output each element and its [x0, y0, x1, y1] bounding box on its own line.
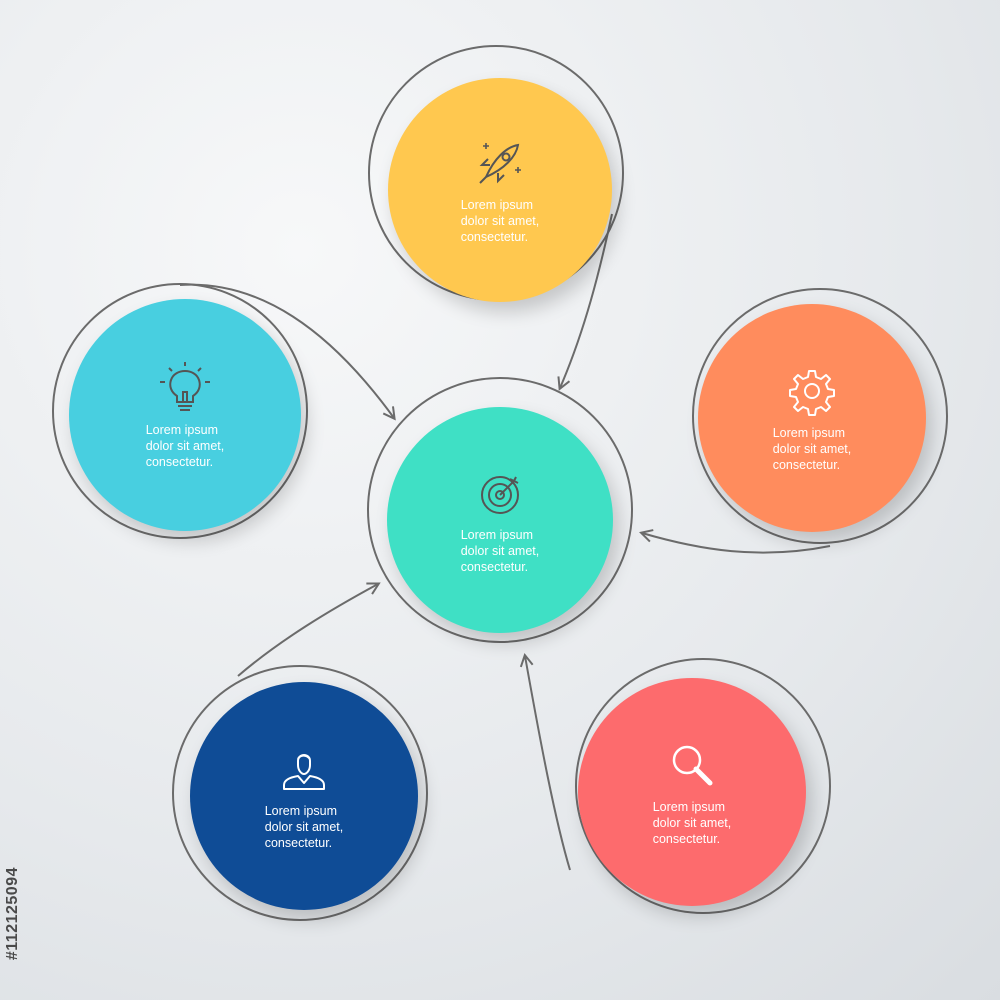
node-right-label: Lorem ipsum dolor sit amet, consectetur. [772, 426, 852, 472]
node-top: Lorem ipsum dolor sit amet, consectetur. [388, 78, 612, 302]
node-bottom-right: Lorem ipsum dolor sit amet, consectetur. [578, 678, 806, 906]
user-icon [276, 741, 332, 797]
node-center: Lorem ipsum dolor sit amet, consectetur. [387, 407, 613, 633]
connector-right [639, 529, 831, 554]
connector-bottom-right [519, 652, 571, 871]
node-top-label: Lorem ipsum dolor sit amet, consectetur. [460, 198, 540, 244]
lightbulb-icon [157, 360, 213, 416]
target-icon [472, 465, 528, 521]
node-bottom-right-label: Lorem ipsum dolor sit amet, consectetur. [652, 800, 732, 846]
node-right: Lorem ipsum dolor sit amet, consectetur. [698, 304, 926, 532]
node-bottom-left-label: Lorem ipsum dolor sit amet, consectetur. [264, 804, 344, 850]
rocket-icon [472, 135, 528, 191]
node-left-label: Lorem ipsum dolor sit amet, consectetur. [145, 423, 225, 469]
search-icon [664, 737, 720, 793]
node-center-label: Lorem ipsum dolor sit amet, consectetur. [460, 528, 540, 574]
node-left: Lorem ipsum dolor sit amet, consectetur. [69, 299, 301, 531]
node-bottom-left-ring [172, 665, 428, 921]
node-left-ring [52, 283, 308, 539]
node-center-ring [367, 377, 633, 643]
watermark-text: #112125094 [4, 866, 21, 960]
node-bottom-right-ring [575, 658, 831, 914]
node-bottom-left: Lorem ipsum dolor sit amet, consectetur. [190, 682, 418, 910]
connector-bottom-left [237, 582, 381, 677]
gear-icon [784, 363, 840, 419]
node-right-ring [692, 288, 948, 544]
